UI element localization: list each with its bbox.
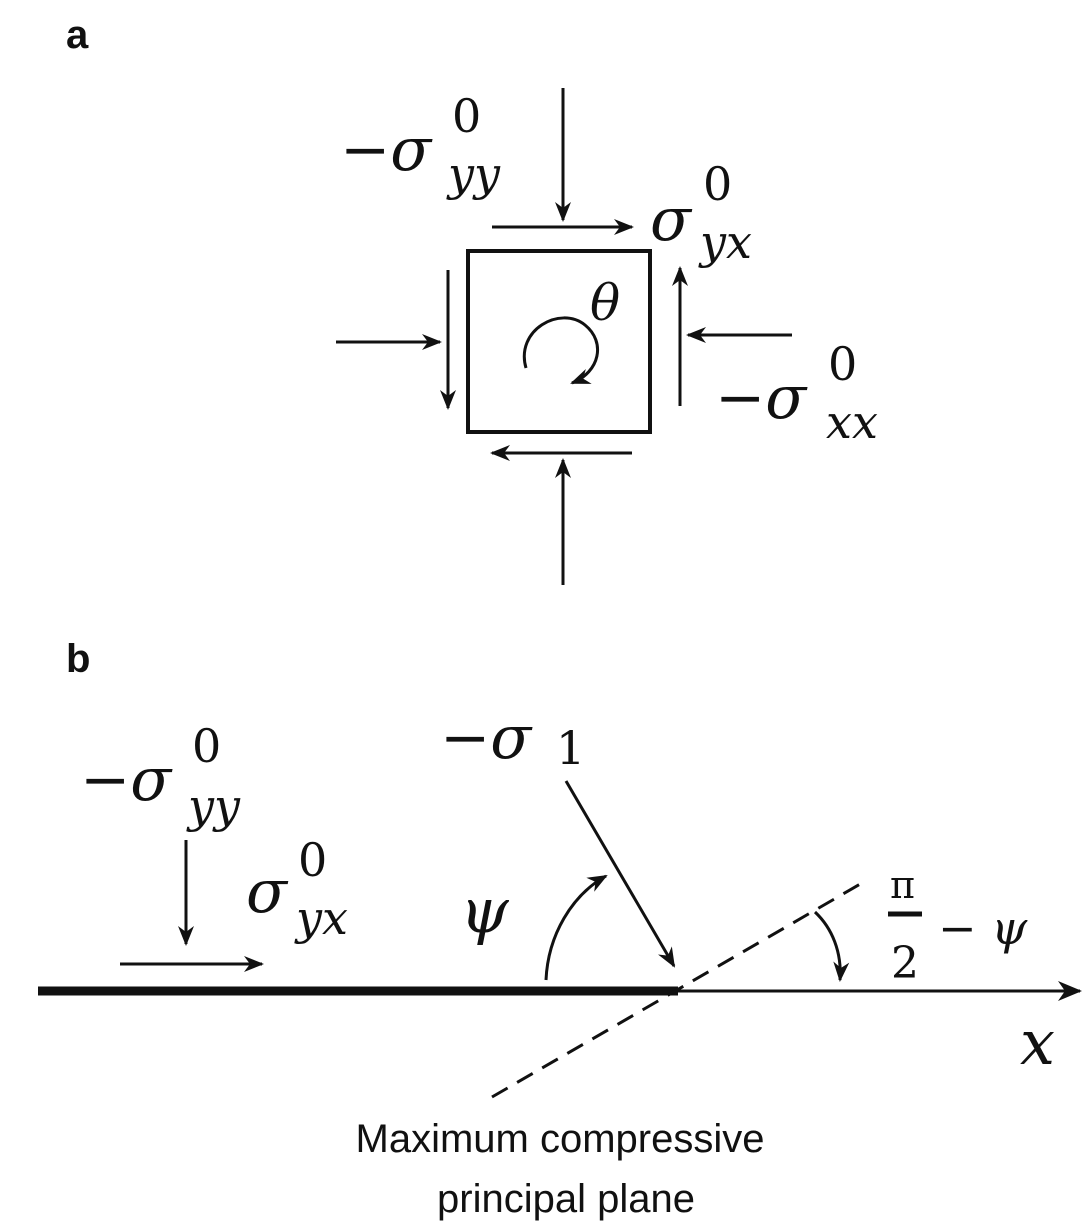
label-sigma-yx-b: σ bbox=[246, 857, 289, 927]
panel-a: a −σ 0 yy σ 0 yx θ −σ 0 xx bbox=[66, 13, 878, 585]
label-pi-numerator: π bbox=[890, 863, 915, 907]
psi-angle-arc bbox=[544, 874, 608, 981]
label-psi: ψ bbox=[460, 874, 510, 947]
principal-plane-dashed-line bbox=[491, 881, 863, 1099]
sub-sigma-yx-a: yx bbox=[698, 215, 752, 269]
sup-sigma-yy-b: 0 bbox=[192, 719, 221, 773]
stress-element-square bbox=[466, 249, 652, 434]
sup-sigma-yy-a: 0 bbox=[452, 89, 481, 143]
panel-a-label: a bbox=[66, 13, 89, 57]
plane-caption-line-2: principal plane bbox=[437, 1177, 695, 1221]
label-minus-sigma-xx-a: −σ bbox=[715, 363, 808, 433]
panel-b-label: b bbox=[66, 637, 90, 681]
label-sigma-yx-a: σ bbox=[650, 185, 693, 255]
sub-sigma-yx-b: yx bbox=[294, 891, 348, 945]
label-minus-psi: − ψ bbox=[938, 901, 1028, 955]
panel-b: b −σ 0 yy σ 0 yx −σ 1 ψ π 2 − ψ bbox=[38, 637, 1082, 1221]
label-minus-sigma-1: −σ bbox=[440, 703, 533, 773]
sub-sigma-yy-b: yy bbox=[186, 779, 241, 833]
label-x-axis: x bbox=[1020, 1006, 1055, 1079]
sup-sigma-xx-a: 0 bbox=[828, 337, 857, 391]
label-minus-sigma-yy-a: −σ bbox=[340, 115, 433, 185]
sup-sigma-yx-b: 0 bbox=[298, 833, 327, 887]
plane-caption-line-1: Maximum compressive bbox=[356, 1117, 765, 1161]
label-theta: θ bbox=[590, 274, 620, 332]
sub-sigma-1: 1 bbox=[556, 721, 585, 775]
complement-angle-arc bbox=[813, 910, 850, 982]
rotation-arc-arrow bbox=[522, 316, 600, 385]
sub-sigma-yy-a: yy bbox=[446, 147, 501, 201]
sigma-1-arrow bbox=[564, 780, 676, 968]
sub-sigma-xx-a: xx bbox=[826, 395, 878, 449]
label-minus-sigma-yy-b: −σ bbox=[80, 745, 173, 815]
sup-sigma-yx-a: 0 bbox=[703, 157, 732, 211]
label-two-denominator: 2 bbox=[891, 938, 919, 989]
